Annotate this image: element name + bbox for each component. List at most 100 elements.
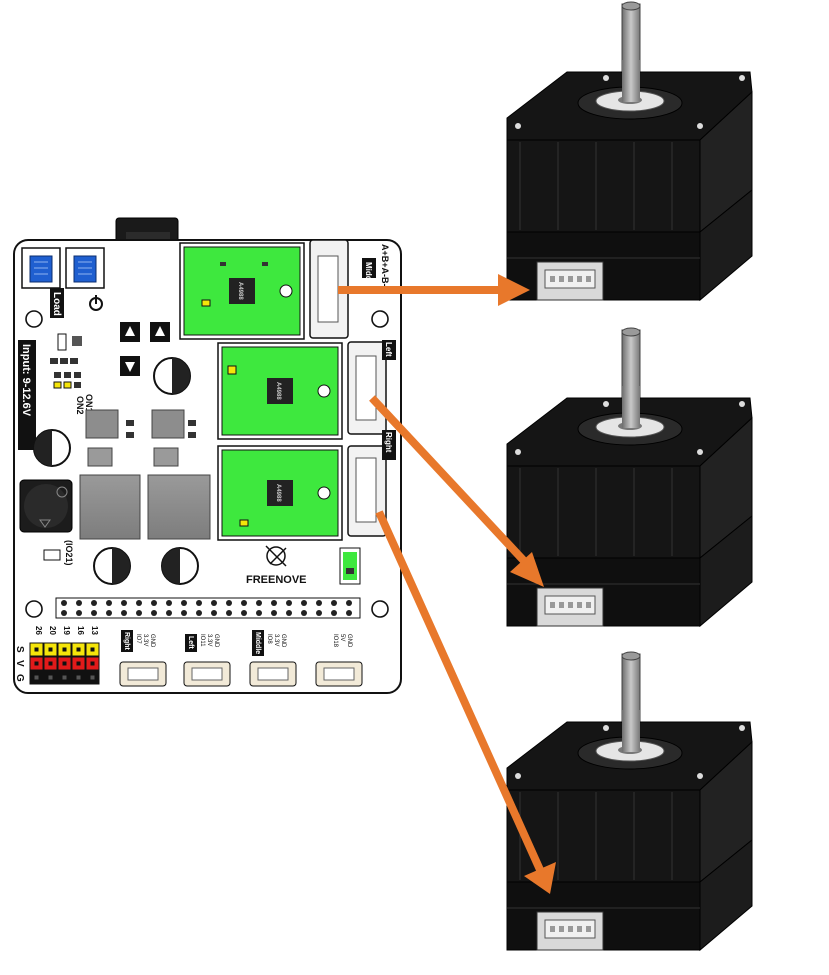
header-pin bbox=[91, 600, 97, 606]
io-connector-right[interactable]: Right IO7 3.3V GND bbox=[119, 630, 167, 687]
header-pin bbox=[106, 610, 112, 616]
header-pin bbox=[121, 600, 127, 606]
connector-line: IO11 bbox=[199, 634, 205, 647]
connector-tag: Right bbox=[123, 632, 130, 651]
pin-header-cell[interactable] bbox=[29, 670, 44, 685]
pin-header-cell[interactable] bbox=[29, 642, 44, 657]
header-pin bbox=[136, 610, 142, 616]
row-label-s: S bbox=[14, 646, 25, 653]
header-pin bbox=[76, 610, 82, 616]
capacitor bbox=[93, 547, 131, 585]
header-pin bbox=[61, 600, 67, 606]
header-pin bbox=[181, 600, 187, 606]
pin-header-cell[interactable] bbox=[85, 670, 100, 685]
button-up-2[interactable] bbox=[150, 322, 170, 342]
header-pin bbox=[271, 600, 277, 606]
pin-header-cell[interactable] bbox=[57, 670, 72, 685]
brand-label: FREENOVE bbox=[246, 574, 307, 586]
header-pin bbox=[211, 600, 217, 606]
row-label-g: G bbox=[14, 674, 25, 682]
pin-header-cell[interactable] bbox=[43, 670, 58, 685]
header-pin bbox=[241, 610, 247, 616]
arrow-down-icon bbox=[125, 362, 135, 372]
pin-header-cell[interactable] bbox=[57, 642, 72, 657]
stepper-motor-middle bbox=[506, 327, 753, 628]
header-pin bbox=[316, 610, 322, 616]
pin-header-cell[interactable] bbox=[29, 656, 44, 671]
header-pin bbox=[76, 600, 82, 606]
header-pin bbox=[286, 610, 292, 616]
io-connector-5v[interactable]: IO18 5V GND bbox=[315, 634, 363, 687]
button-down[interactable] bbox=[120, 356, 140, 376]
arrow-to-motor-middle bbox=[369, 395, 544, 587]
freenove-logo-icon bbox=[265, 545, 287, 567]
connector-line: IO18 bbox=[332, 634, 338, 648]
motor-socket[interactable] bbox=[536, 261, 604, 301]
pin-number: 20 bbox=[48, 626, 57, 635]
header-pin bbox=[196, 600, 202, 606]
dip-switch-2[interactable] bbox=[65, 247, 105, 289]
dip-switch-1[interactable] bbox=[21, 247, 61, 289]
on2-label: ON2 bbox=[75, 396, 85, 415]
mount-hole bbox=[371, 310, 389, 328]
stepper-motor-top bbox=[506, 1, 753, 302]
inductor bbox=[79, 474, 141, 540]
connector-line: GND bbox=[346, 634, 352, 648]
connector-line: IO7 bbox=[135, 634, 141, 644]
pin-header-cell[interactable] bbox=[43, 656, 58, 671]
arrow-to-motor-top bbox=[338, 274, 530, 306]
driver-chip-label: A4988 bbox=[275, 484, 281, 502]
pin-header-cell[interactable] bbox=[57, 656, 72, 671]
on1-label: ON1 bbox=[84, 394, 94, 413]
header-pin bbox=[226, 610, 232, 616]
input-voltage-label: Input: 9-12.6V bbox=[20, 344, 32, 417]
header-pin bbox=[196, 610, 202, 616]
io-connector-middle[interactable]: Middle IO8 3.3V GND bbox=[249, 630, 297, 687]
capacitor bbox=[33, 429, 71, 467]
stepper-driver-2: A4988 bbox=[217, 342, 343, 440]
connector-line: 3.3V bbox=[142, 634, 148, 646]
svg-pin-block[interactable] bbox=[29, 642, 100, 685]
button-up-1[interactable] bbox=[120, 322, 140, 342]
label-right: Right bbox=[384, 432, 393, 453]
motor-connector-left[interactable] bbox=[347, 341, 387, 435]
arrow-up-icon bbox=[155, 326, 165, 336]
mount-hole bbox=[25, 310, 43, 328]
pin-number: 16 bbox=[76, 626, 85, 635]
mount-hole bbox=[25, 600, 43, 618]
pin-header-cell[interactable] bbox=[71, 656, 86, 671]
pin-header-cell[interactable] bbox=[85, 642, 100, 657]
pin-header-cell[interactable] bbox=[71, 642, 86, 657]
io-connector-left[interactable]: Left IO11 3.3V GND bbox=[183, 634, 231, 687]
header-pin bbox=[316, 600, 322, 606]
connector-line: GND bbox=[280, 634, 286, 648]
header-pin bbox=[256, 600, 262, 606]
capacitor bbox=[153, 357, 191, 395]
header-pin bbox=[61, 610, 67, 616]
motor-socket[interactable] bbox=[536, 911, 604, 951]
pin-number: 19 bbox=[62, 626, 71, 635]
label-ab-coils: A+B+A-B- bbox=[380, 244, 390, 287]
connector-line: 5V bbox=[339, 634, 345, 641]
header-pin bbox=[226, 600, 232, 606]
header-pin bbox=[241, 600, 247, 606]
header-pin bbox=[346, 600, 352, 606]
pin-header-cell[interactable] bbox=[71, 670, 86, 685]
arrow-to-motor-bottom bbox=[375, 510, 556, 894]
header-pin bbox=[91, 610, 97, 616]
header-pin bbox=[121, 610, 127, 616]
motor-socket[interactable] bbox=[536, 587, 604, 627]
connector-line: 3.3V bbox=[273, 634, 279, 646]
mount-hole bbox=[371, 600, 389, 618]
pin-labels: 26 20 19 16 13 bbox=[34, 626, 99, 635]
pin-header-cell[interactable] bbox=[43, 642, 58, 657]
pin-header-cell[interactable] bbox=[85, 656, 100, 671]
driver-chip-label: A4988 bbox=[237, 282, 243, 300]
io21-label: (IO21) bbox=[64, 540, 74, 566]
gpio-header[interactable] bbox=[55, 597, 361, 619]
buzzer bbox=[19, 479, 73, 533]
header-pin bbox=[331, 610, 337, 616]
driver-chip-label: A4988 bbox=[275, 382, 281, 400]
connector-line: GND bbox=[149, 634, 155, 648]
